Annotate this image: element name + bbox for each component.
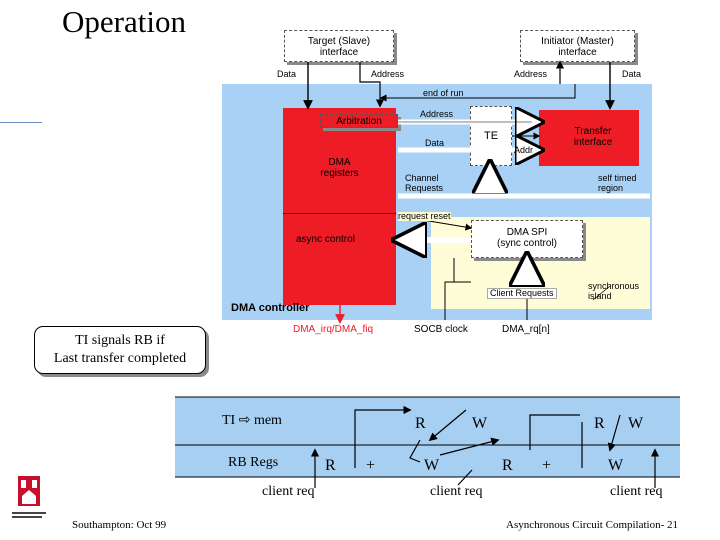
- timing-token-bottom-w1: W: [424, 457, 440, 474]
- label-inner-data: Data: [425, 138, 445, 148]
- timing-token-bottom-w2: W: [608, 457, 624, 474]
- timing-token-bottom-plus1: +: [366, 457, 376, 474]
- transfer-interface-label: Transfer interface: [573, 126, 613, 148]
- label-channel-requests: Channel Requests: [405, 173, 444, 193]
- label-request-reset: request reset: [398, 211, 451, 221]
- wire-sync-island: [592, 285, 611, 301]
- timing-client-req-2: client req: [430, 484, 483, 499]
- timing-token-bottom-r2: R: [502, 457, 513, 474]
- footer-right: Asynchronous Circuit Compilation- 21: [506, 519, 679, 531]
- footer-left: Southampton: Oct 99: [72, 519, 167, 531]
- target-interface-box: [284, 30, 394, 62]
- dma-controller-label: DMA controller: [231, 302, 310, 314]
- arbitration-label: Arbitration: [336, 116, 382, 127]
- timing-token-top-w1: W: [472, 415, 488, 432]
- timing-row2-label: RB Regs: [228, 455, 279, 470]
- self-timed-region-label: self timed region: [598, 173, 637, 193]
- callout-box: TI signals RB if Last transfer completed: [34, 326, 206, 374]
- arbitration-box: [320, 114, 398, 128]
- timing-arrow-2: [354, 405, 412, 468]
- timing-arrow-5: [439, 437, 500, 456]
- timing-row1-label: TI ⇨ mem: [222, 413, 282, 428]
- dma-registers-label: DMA registers: [320, 157, 359, 179]
- label-dma-rq: DMA_rq[n]: [502, 324, 550, 335]
- initiator-interface-box: [520, 30, 635, 62]
- label-data-right: Data: [622, 69, 642, 79]
- label-address-left: Address: [371, 69, 405, 79]
- label-dma-irq: DMA_irq/DMA_fiq: [293, 324, 374, 335]
- timing-token-bottom-plus2: +: [542, 457, 552, 474]
- title-divider: [0, 122, 42, 123]
- timing-client-req-1: client req: [262, 484, 315, 499]
- timing-arrow-7: [529, 414, 580, 450]
- timing-band-bottom: [175, 445, 680, 477]
- timing-token-bottom-r1: R: [325, 457, 336, 474]
- te-box: [470, 106, 512, 166]
- target-interface-label: Target (Slave) interface: [307, 36, 371, 58]
- timing-band-top: [175, 397, 680, 445]
- timing-arrow-6: [457, 469, 473, 486]
- label-data-left: Data: [277, 69, 297, 79]
- timing-arrow-3: [409, 439, 421, 463]
- timing-arrow-9: [607, 414, 621, 452]
- label-inner-address: Address: [420, 109, 454, 119]
- te-label: TE: [483, 130, 499, 142]
- async-control-label: async control: [296, 234, 355, 245]
- label-address-right: Address: [514, 69, 548, 79]
- label-addr: Addr: [514, 145, 534, 155]
- timing-token-top-r1: R: [415, 415, 426, 432]
- timing-client-req-3: client req: [610, 484, 663, 499]
- page-title: Operation: [62, 4, 186, 39]
- wire-address-left: [359, 62, 385, 108]
- dma-spi-label: DMA SPI (sync control): [496, 227, 557, 249]
- label-end-of-run: end of run: [423, 88, 464, 98]
- label-socb-clock: SOCB clock: [414, 324, 468, 335]
- wire-socb-clock: [444, 281, 471, 320]
- timing-arrow-4: [428, 409, 467, 442]
- transfer-interface-block: [539, 110, 639, 166]
- initiator-interface-label: Initiator (Master) interface: [541, 36, 614, 58]
- wire-end-of-run: [379, 84, 576, 102]
- label-client-requests: Client Requests: [487, 288, 557, 299]
- async-control-block: [283, 213, 396, 305]
- synchronous-island-label: synchronous island: [588, 281, 640, 301]
- timing-token-top-w2: W: [628, 415, 644, 432]
- timing-token-top-r2: R: [594, 415, 605, 432]
